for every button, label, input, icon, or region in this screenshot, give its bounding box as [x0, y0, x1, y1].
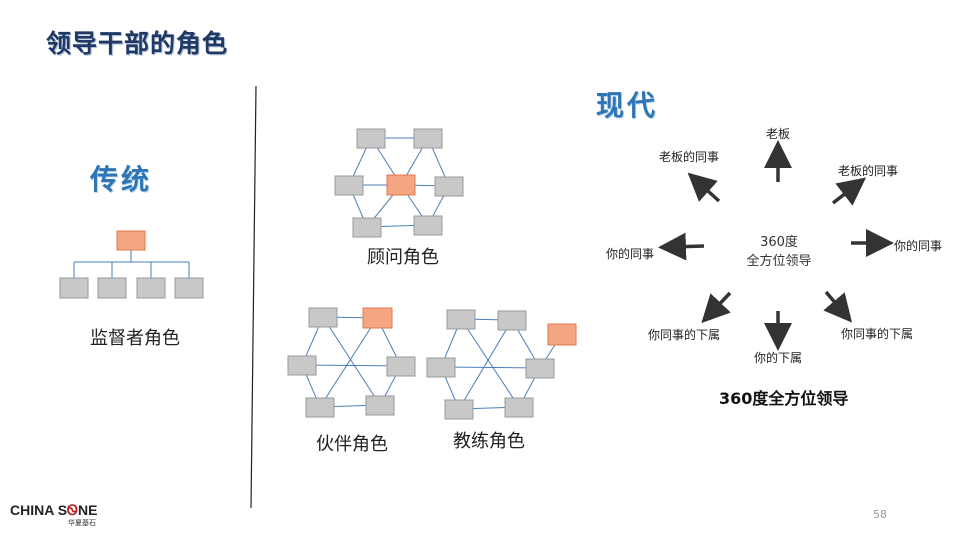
org-chart-child-box [59, 277, 89, 299]
org-chart-diagram [59, 230, 204, 299]
supervisor-role-caption: 监督者角色 [90, 328, 180, 349]
org-chart-child-box [136, 277, 166, 299]
leadership-360-center: 360度 全方位领导 [736, 233, 822, 271]
consultant-network-nodes [334, 128, 464, 238]
company-logo: CHINA SᏫNE 华夏基石 [10, 500, 97, 528]
coach-role-caption: 教练角色 [453, 431, 525, 452]
arrow-left [658, 232, 705, 261]
vertical-divider [250, 85, 257, 509]
traditional-heading: 传统 [90, 163, 153, 196]
label-boss-peer-left: 老板的同事 [659, 150, 720, 164]
label-peer-left: 你的同事 [606, 247, 655, 261]
label-boss: 老板 [766, 127, 791, 141]
coach-network-nodes [426, 309, 577, 420]
label-subordinate: 你的下属 [754, 351, 803, 365]
coach-accent-box [547, 323, 577, 346]
label-peer-right: 你的同事 [894, 239, 943, 253]
arrow-up-left [687, 172, 721, 203]
logo-subtitle: 华夏基石 [68, 519, 96, 527]
logo-o-icon: Ꮻ [67, 502, 78, 518]
org-chart-child-box [97, 277, 127, 299]
arrow-down-left [701, 291, 732, 324]
arrow-down-right [823, 290, 853, 323]
center-line-1: 360度 [760, 235, 798, 250]
consultant-center-box [386, 174, 416, 196]
partner-accent-box [362, 307, 393, 329]
org-chart-child-box [174, 277, 204, 299]
page-number: 58 [873, 508, 887, 521]
org-chart-top-box [116, 230, 146, 251]
logo-text-left: CHINA S [10, 502, 68, 518]
leadership-360-caption: 360度全方位领导 [719, 389, 849, 408]
label-peer-sub-right: 你同事的下属 [841, 327, 914, 341]
partner-network-nodes [287, 307, 416, 418]
label-peer-sub-left: 你同事的下属 [648, 328, 721, 342]
partner-network-diagram [301, 316, 402, 408]
leadership-360-arrows [658, 140, 894, 351]
partner-role-caption: 伙伴角色 [316, 434, 388, 455]
center-line-2: 全方位领导 [746, 254, 812, 269]
logo-text-right: NE [77, 502, 98, 518]
modern-heading: 现代 [596, 89, 659, 122]
consultant-role-caption: 顾问角色 [367, 247, 439, 268]
label-boss-peer-right: 老板的同事 [838, 164, 899, 178]
arrow-up-right [831, 177, 867, 206]
page-title: 领导干部的角色 [46, 29, 229, 58]
